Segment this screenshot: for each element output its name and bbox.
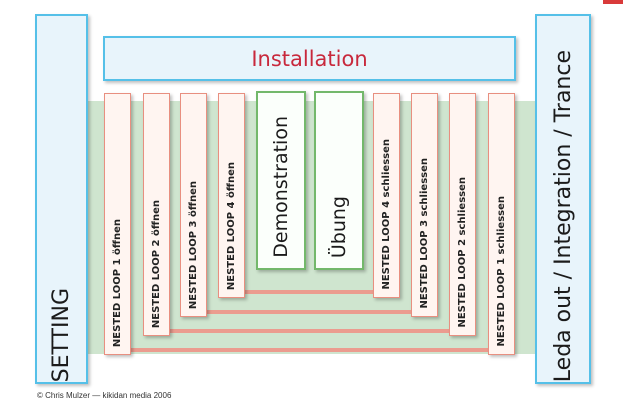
- close-loop-2-box: NESTED LOOP 2 schliessen: [449, 93, 476, 336]
- installation-box: Installation: [103, 36, 516, 81]
- loop-3-connector: [200, 310, 420, 314]
- close-loop-1-box: NESTED LOOP 1 schliessen: [488, 93, 515, 355]
- loop-4-connector: [240, 290, 380, 294]
- corner-accent-mark: [603, 0, 623, 4]
- close-loop-4-label: NESTED LOOP 4 schliessen: [381, 139, 392, 290]
- loop-1-connector: [125, 348, 500, 352]
- close-loop-3-box: NESTED LOOP 3 schliessen: [411, 93, 438, 317]
- open-loop-3-box: NESTED LOOP 3 öffnen: [180, 93, 207, 317]
- setting-label: SETTING: [49, 287, 74, 382]
- setting-box: SETTING: [35, 14, 88, 384]
- copyright-text: © Chris Mulzer — kikidan media 2006: [37, 391, 172, 400]
- installation-label: Installation: [251, 46, 368, 71]
- loop-2-connector: [165, 329, 460, 333]
- closing-label: Leda out / Integration / Trance: [550, 49, 576, 382]
- close-loop-3-label: NESTED LOOP 3 schliessen: [419, 158, 430, 309]
- demonstration-label: Demonstration: [270, 116, 292, 258]
- open-loop-1-label: NESTED LOOP 1 öffnen: [112, 218, 123, 347]
- open-loop-2-label: NESTED LOOP 2 öffnen: [151, 199, 162, 328]
- demonstration-box: Demonstration: [256, 91, 306, 270]
- uebung-label: Übung: [328, 195, 350, 258]
- open-loop-1-box: NESTED LOOP 1 öffnen: [104, 93, 131, 355]
- open-loop-4-box: NESTED LOOP 4 öffnen: [218, 93, 245, 298]
- uebung-box: Übung: [314, 91, 364, 270]
- close-loop-2-label: NESTED LOOP 2 schliessen: [457, 177, 468, 328]
- open-loop-3-label: NESTED LOOP 3 öffnen: [188, 180, 199, 309]
- close-loop-1-label: NESTED LOOP 1 schliessen: [496, 196, 507, 347]
- open-loop-4-label: NESTED LOOP 4 öffnen: [226, 161, 237, 290]
- open-loop-2-box: NESTED LOOP 2 öffnen: [143, 93, 170, 336]
- closing-box: Leda out / Integration / Trance: [535, 14, 591, 384]
- close-loop-4-box: NESTED LOOP 4 schliessen: [373, 93, 400, 298]
